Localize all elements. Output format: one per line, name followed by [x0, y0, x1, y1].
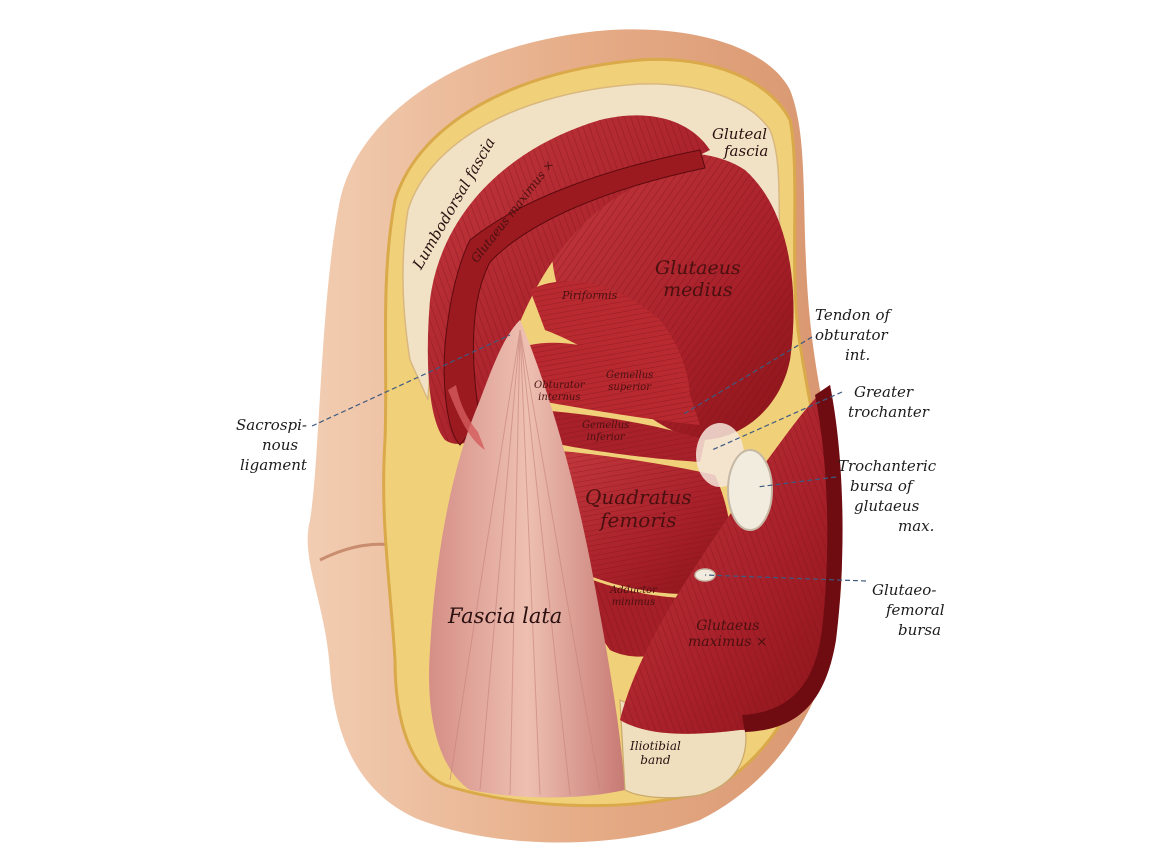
leader-lines	[311, 334, 867, 582]
label-glutaeofemoral-bursa-line2: femoral	[886, 601, 945, 619]
label-gluteal-fascia: Gluteal fascia	[712, 125, 769, 161]
label-greater-trochanter: Greater trochanter	[848, 382, 929, 422]
label-gemellus-inferior-line1: Gemellus	[582, 420, 630, 431]
label-glutaeus-maximus-bottom-line1: Glutaeus	[696, 618, 760, 634]
label-iliotibial-band-line2: band	[640, 752, 671, 767]
label-gluteal-fascia-line2: fascia	[724, 142, 769, 161]
label-fascia-lata: Fascia lata	[448, 604, 563, 628]
label-trochanteric-bursa-line3: glutaeus	[854, 497, 920, 515]
label-glutaeofemoral-bursa-line1: Glutaeo-	[872, 581, 937, 599]
label-quadratus-femoris: Quadratus femoris	[585, 486, 692, 532]
label-sacrospinous-line3: ligament	[240, 456, 307, 474]
label-gluteal-fascia-line1: Gluteal	[712, 125, 768, 143]
label-quadratus-femoris-line1: Quadratus	[585, 485, 692, 509]
label-tendon-obturator-line3: int.	[845, 346, 871, 364]
label-iliotibial-band: Iliotibial band	[630, 739, 681, 768]
label-glutaeus-medius-line1: Glutaeus	[655, 257, 741, 279]
glutaeus-maximus-cut-edge	[443, 149, 706, 446]
label-gemellus-superior-line2: superior	[608, 381, 651, 393]
label-adductor-minimus: Adductor minimus	[610, 585, 657, 608]
label-glutaeus-medius: Glutaeus medius	[655, 257, 741, 302]
trochanteric-bursa-shape	[727, 449, 773, 531]
label-obturator-internus: Obturator internus	[534, 380, 585, 403]
label-gemellus-superior: Gemellus superior	[606, 370, 653, 393]
label-glutaeofemoral-bursa-line3: bursa	[898, 621, 942, 639]
label-quadratus-femoris-line2: femoris	[600, 508, 677, 532]
label-piriformis: Piriformis	[562, 289, 618, 302]
label-iliotibial-band-line1: Iliotibial	[630, 739, 681, 753]
leader-sacrospinous	[311, 334, 511, 427]
label-glutaeus-maximus-bottom: Glutaeus maximus ×	[688, 618, 768, 650]
leader-tendon-obturator	[681, 336, 813, 416]
label-glutaeus-medius-line2: medius	[663, 278, 733, 301]
label-gemellus-inferior: Gemellus inferior	[582, 420, 629, 443]
label-gemellus-superior-line1: Gemellus	[606, 370, 654, 381]
leader-trochanteric-bursa	[756, 476, 837, 488]
label-tendon-obturator: Tendon of obturator int.	[815, 305, 890, 365]
label-obturator-internus-line1: Obturator	[534, 380, 585, 391]
leader-glutaeofemoral-bursa	[704, 574, 867, 582]
label-gemellus-inferior-line2: inferior	[586, 431, 625, 443]
label-trochanteric-bursa-line1: Trochanteric	[838, 457, 937, 475]
label-adductor-minimus-line2: minimus	[611, 596, 656, 608]
label-glutaeus-maximus-bottom-line2: maximus ×	[688, 634, 768, 651]
label-greater-trochanter-line2: trochanter	[848, 403, 929, 421]
label-adductor-minimus-line1: Adductor	[610, 585, 657, 596]
label-trochanteric-bursa: Trochanteric bursa of glutaeus max.	[838, 456, 936, 536]
sacrospinous-ligament-shape	[448, 385, 485, 450]
label-tendon-obturator-line1: Tendon of	[815, 306, 891, 324]
glutaeus-maximus-lower-cut	[742, 385, 843, 732]
label-trochanteric-bursa-line4: max.	[898, 517, 935, 535]
label-sacrospinous: Sacrospi- nous ligament	[236, 415, 307, 475]
label-glutaeofemoral-bursa: Glutaeo- femoral bursa	[872, 580, 945, 640]
label-greater-trochanter-line1: Greater	[854, 383, 914, 401]
fascia-lata-fibers	[449, 329, 601, 796]
label-tendon-obturator-line2: obturator	[815, 326, 888, 344]
label-trochanteric-bursa-line2: bursa of	[850, 477, 913, 495]
label-obturator-internus-line2: internus	[538, 391, 581, 403]
label-sacrospinous-line2: nous	[262, 436, 299, 454]
label-sacrospinous-line1: Sacrospi-	[236, 416, 307, 434]
